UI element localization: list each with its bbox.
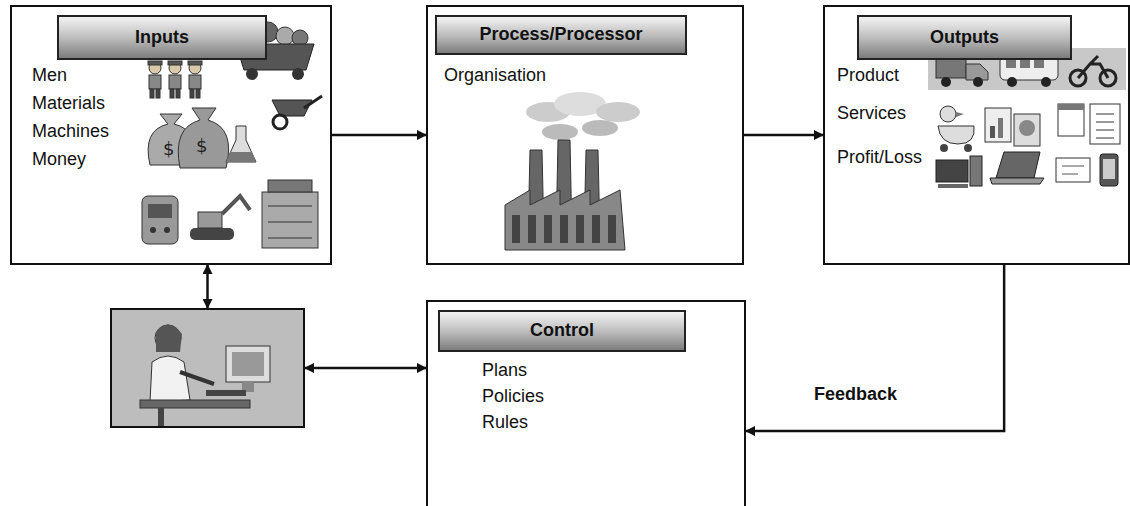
flask-icon	[226, 126, 256, 162]
header-label: Outputs	[857, 15, 1072, 60]
item-label: Product	[837, 65, 899, 87]
header-label: Control	[438, 310, 686, 352]
connector-arrow	[305, 367, 426, 370]
machines-icon	[142, 180, 318, 248]
connector-arrow	[332, 134, 426, 137]
item-label: Profit/Loss	[837, 147, 922, 169]
item-label: Materials	[32, 93, 105, 115]
inputs-box: InputsMenMaterialsMachinesMoney	[10, 5, 332, 265]
process-box: Process/ProcessorOrganisation	[426, 5, 744, 265]
item-label: Machines	[32, 121, 109, 143]
item-label: Money	[32, 149, 86, 171]
item-label: Rules	[482, 412, 528, 434]
woman-at-computer-icon	[140, 324, 270, 426]
operator-box	[110, 308, 305, 428]
header-label: Process/Processor	[435, 15, 687, 55]
wheelbarrow-icon	[272, 96, 322, 129]
outputs-box: OutputsProductServicesProfit/Loss	[823, 5, 1130, 265]
item-label: Men	[32, 65, 67, 87]
item-label: Policies	[482, 386, 544, 408]
services-icons	[938, 104, 1120, 152]
computers-icons	[936, 152, 1118, 188]
connector-arrow	[206, 265, 209, 308]
item-label: Plans	[482, 360, 527, 382]
item-label: Organisation	[444, 65, 546, 87]
svg-text:$: $	[196, 135, 207, 156]
svg-text:$: $	[163, 138, 174, 159]
header-label: Inputs	[57, 15, 267, 60]
money-bags-icon: $ $	[148, 108, 229, 168]
connector-arrow	[746, 265, 1004, 431]
edge-label: Feedback	[812, 384, 899, 405]
connector-arrow	[744, 134, 823, 137]
control-box: ControlPlansPoliciesRules	[426, 300, 746, 506]
item-label: Services	[837, 103, 906, 125]
person-box-ground	[110, 308, 305, 428]
factory-icon	[505, 92, 640, 250]
